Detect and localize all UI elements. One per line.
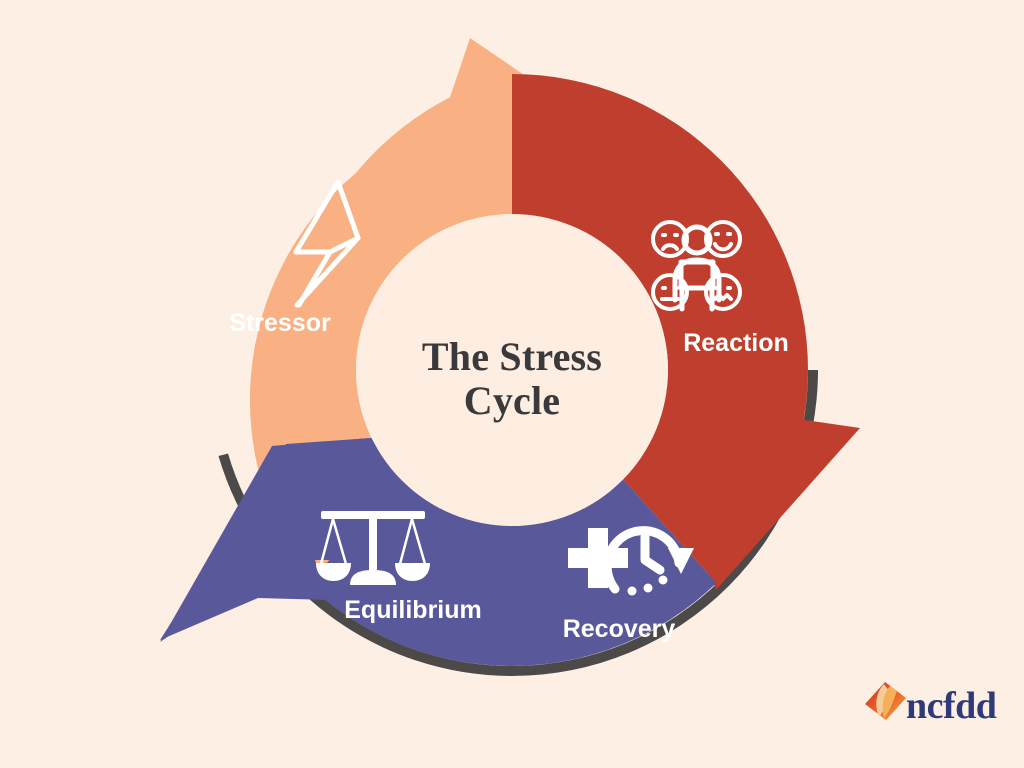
segment-label-equilibrium: Equilibrium bbox=[344, 596, 482, 624]
reaction-icon-group bbox=[651, 220, 742, 312]
worried-face-icon bbox=[704, 273, 742, 311]
lightning-bolt-icon bbox=[293, 179, 341, 308]
neutral-face-icon bbox=[651, 273, 689, 311]
medical-cross-icon bbox=[568, 528, 628, 588]
segment-label-stressor: Stressor bbox=[229, 309, 331, 337]
segment-reaction[interactable] bbox=[512, 74, 860, 590]
ncfdd-logo[interactable]: ncfdd bbox=[865, 682, 997, 727]
segment-label-recovery: Recovery bbox=[563, 615, 676, 643]
happy-face-icon bbox=[704, 220, 742, 258]
center-hub bbox=[356, 214, 668, 526]
page-title-line2: Cycle bbox=[464, 378, 561, 423]
equilibrium-icon-group bbox=[316, 511, 430, 585]
ncfdd-logo-text: ncfdd bbox=[906, 685, 997, 727]
balance-scales-icon bbox=[316, 511, 430, 585]
segment-label-reaction: Reaction bbox=[683, 329, 789, 357]
page-title-line1: The Stress bbox=[422, 334, 602, 379]
clock-icon bbox=[602, 526, 694, 596]
sad-face-icon bbox=[651, 220, 689, 258]
ncfdd-logo-mark bbox=[865, 682, 906, 720]
recovery-icon-group bbox=[568, 526, 694, 596]
stressor-icon-group bbox=[293, 179, 361, 308]
